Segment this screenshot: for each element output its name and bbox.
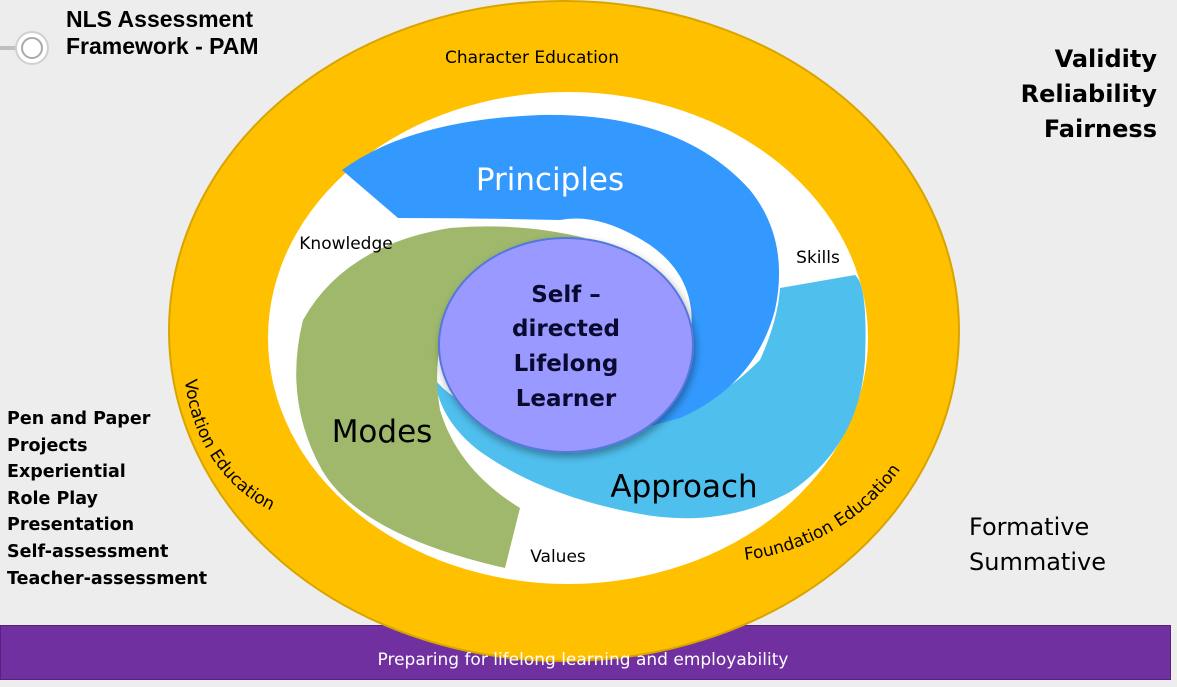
footer-text: Preparing for lifelong learning and empl… bbox=[377, 650, 789, 670]
ring-label-top: Character Education bbox=[445, 48, 619, 68]
skills-label: Skills bbox=[796, 248, 840, 268]
assessment-types: Formative Summative bbox=[969, 510, 1106, 580]
title-line-1: NLS Assessment bbox=[66, 6, 254, 32]
page-title: NLS Assessment Framework - PAM bbox=[66, 6, 306, 60]
modes-label: Modes bbox=[332, 414, 433, 450]
modes-list: Pen and Paper Projects Experiential Role… bbox=[7, 406, 207, 592]
center-circle bbox=[438, 237, 694, 453]
list-item: Pen and Paper bbox=[7, 409, 151, 429]
list-item: Self-assessment bbox=[7, 541, 169, 562]
list-item: Presentation bbox=[7, 515, 135, 536]
criteria-item: Validity bbox=[1054, 45, 1157, 73]
center-label-line-1: Self – bbox=[531, 282, 601, 308]
center-label-line-3: Lifelong bbox=[514, 351, 619, 377]
values-label: Values bbox=[530, 547, 586, 567]
criteria-list: Validity Reliability Fairness bbox=[1021, 42, 1157, 147]
center-label-line-4: Learner bbox=[516, 386, 617, 412]
knowledge-label: Knowledge bbox=[299, 234, 392, 254]
criteria-item: Reliability bbox=[1020, 80, 1157, 108]
title-line-2: Framework - PAM bbox=[66, 33, 259, 59]
radio-knob-icon[interactable] bbox=[0, 31, 49, 65]
list-item: Role Play bbox=[7, 488, 98, 509]
approach-segment bbox=[435, 275, 866, 519]
assessment-type: Formative bbox=[969, 513, 1090, 541]
principles-segment bbox=[342, 114, 780, 440]
assessment-type: Summative bbox=[969, 548, 1106, 576]
approach-label: Approach bbox=[610, 469, 757, 505]
list-item: Teacher-assessment bbox=[7, 568, 208, 589]
list-item: Experiential bbox=[7, 462, 126, 483]
criteria-item: Fairness bbox=[1043, 115, 1157, 143]
center-label-line-2: directed bbox=[512, 316, 620, 342]
principles-label: Principles bbox=[476, 162, 624, 198]
list-item: Projects bbox=[7, 435, 88, 456]
modes-segment bbox=[296, 226, 585, 568]
